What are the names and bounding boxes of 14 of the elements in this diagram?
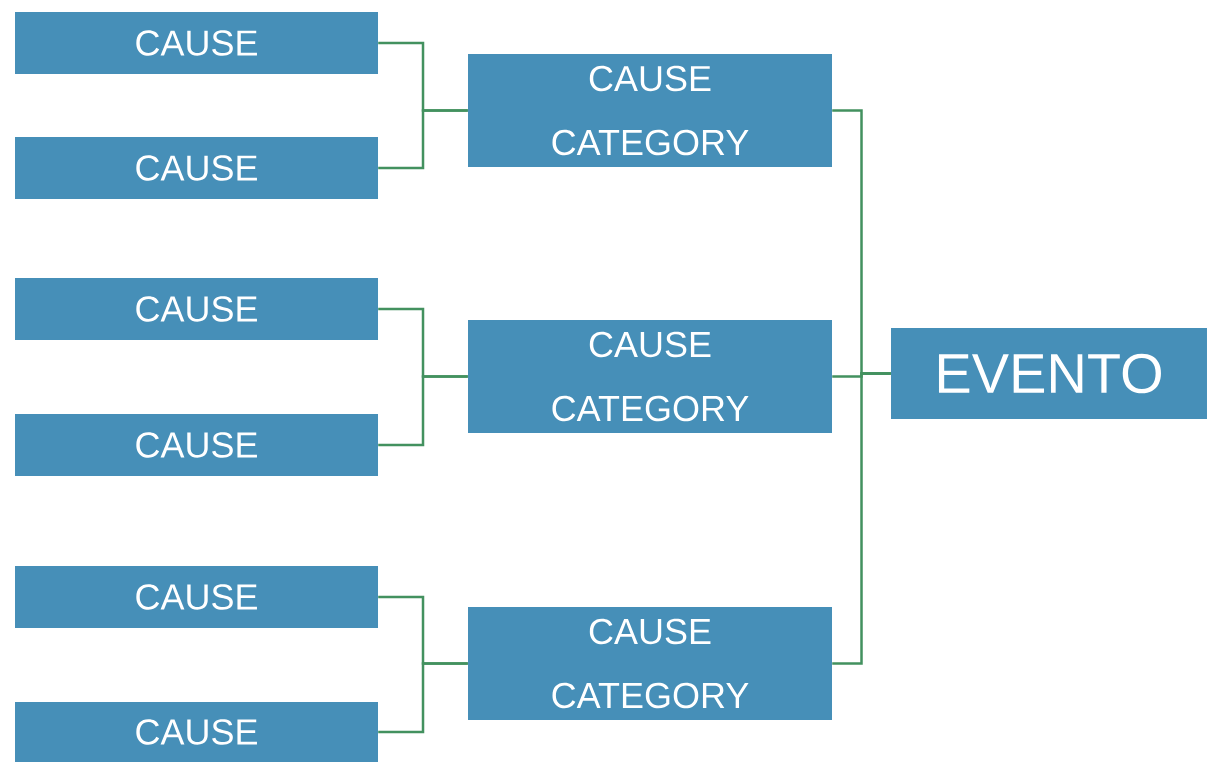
category-box: CAUSE CATEGORY bbox=[468, 607, 832, 720]
category-box: CAUSE CATEGORY bbox=[468, 54, 832, 167]
connector-line bbox=[832, 372, 891, 665]
cause-box: CAUSE bbox=[15, 702, 378, 762]
cause-box: CAUSE bbox=[15, 12, 378, 74]
cause-box: CAUSE bbox=[15, 566, 378, 628]
cause-box: CAUSE bbox=[15, 278, 378, 340]
connector-line bbox=[378, 375, 468, 447]
cause-box: CAUSE bbox=[15, 137, 378, 199]
event-box: EVENTO bbox=[891, 328, 1207, 419]
category-box: CAUSE CATEGORY bbox=[468, 320, 832, 433]
connector-line bbox=[378, 662, 468, 734]
cause-box: CAUSE bbox=[15, 414, 378, 476]
connector-line bbox=[378, 109, 468, 170]
